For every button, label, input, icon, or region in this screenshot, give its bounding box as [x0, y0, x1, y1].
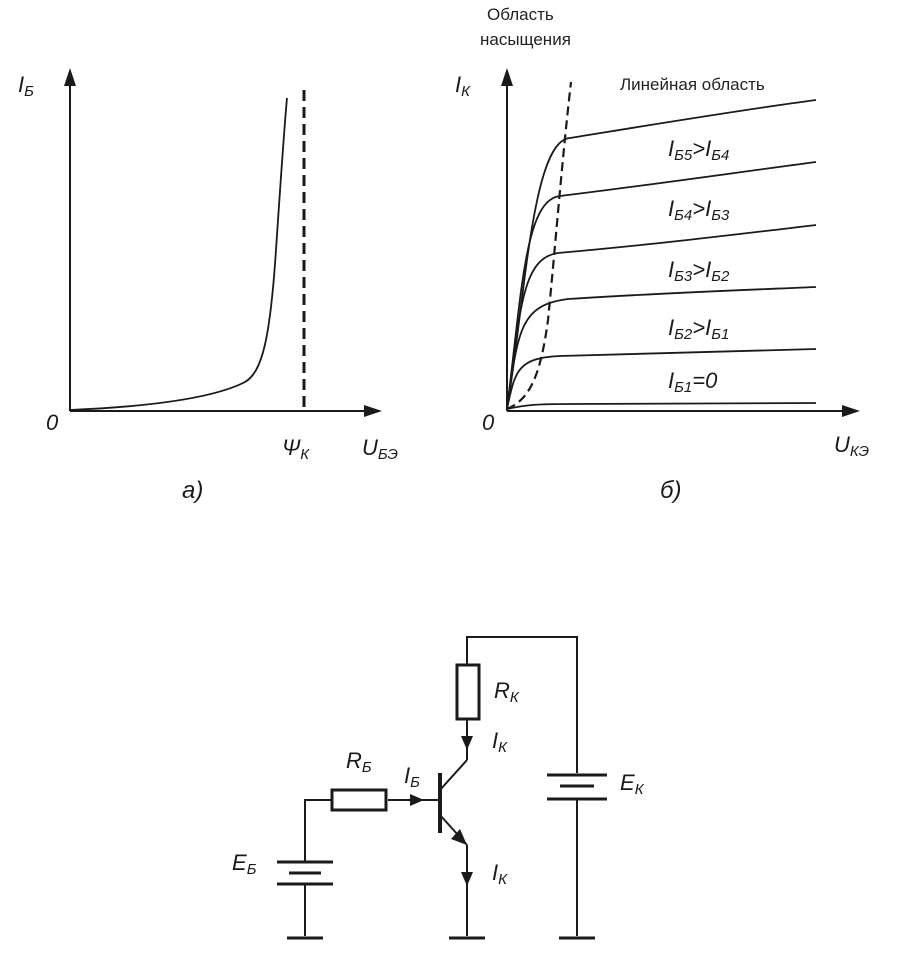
graph-b-curve-ib0: [506, 402, 817, 410]
graph-a-origin: 0: [46, 410, 59, 435]
collector-current-arrow-icon: [461, 736, 473, 750]
graph-b-curve-ib2: [506, 286, 817, 410]
graph-b-origin: 0: [482, 410, 495, 435]
graph-b-curve-ib4: [506, 161, 817, 410]
graph-b-x-label: UКЭ: [834, 432, 869, 460]
emitter-arrow-icon: [451, 829, 467, 845]
graph-a-x-arrow: [364, 405, 382, 417]
graph-b-label-ib4: IБ4>IБ3: [668, 196, 730, 224]
graph-b: IК 0 UКЭ Область насыщения Линейная обла…: [455, 5, 869, 504]
graph-b-label-ib3: IБ3>IБ2: [668, 257, 730, 285]
graph-a: IБ 0 ΨК UБЭ а): [18, 68, 398, 504]
ek-label: EК: [620, 770, 645, 798]
rb-label: RБ: [346, 748, 372, 776]
graph-b-curve-ib3: [506, 224, 817, 410]
circuit: RК IК EК RБ IБ EБ IК: [232, 636, 645, 940]
graph-a-caption: а): [182, 477, 203, 504]
emitter-current-arrow-icon: [461, 872, 473, 886]
graph-a-y-arrow: [64, 68, 76, 86]
ik-bottom-label: IК: [492, 860, 508, 888]
graph-b-label-ib1: IБ1=0: [668, 368, 718, 396]
graph-a-y-label: IБ: [18, 72, 34, 100]
eb-label: EБ: [232, 850, 257, 878]
graph-b-label-ib2: IБ2>IБ1: [668, 315, 729, 343]
ik-top-label: IК: [492, 728, 508, 756]
base-current-arrow-icon: [410, 794, 424, 806]
rk-label: RК: [494, 678, 520, 706]
graph-b-saturation-label-line2: насыщения: [480, 30, 571, 49]
graph-b-linear-label: Линейная область: [620, 75, 765, 94]
ib-label: IБ: [404, 763, 420, 791]
graph-b-saturation-label-line1: Область: [487, 5, 554, 24]
base-resistor: [330, 788, 388, 812]
collector-supply-wire: [466, 636, 578, 773]
graph-b-y-label: IК: [455, 72, 471, 100]
base-supply-wire: [304, 799, 332, 862]
graph-a-input-curve: [69, 97, 288, 411]
graph-b-curve-ib1: [506, 348, 817, 410]
graph-b-saturation-boundary: [506, 81, 573, 411]
graph-b-label-ib5: IБ5>IБ4: [668, 136, 729, 164]
graph-a-x-label: UБЭ: [362, 435, 398, 463]
graph-b-x-arrow: [842, 405, 860, 417]
transistor-collector-lead: [439, 759, 468, 791]
graph-b-caption: б): [660, 477, 682, 504]
graph-a-threshold-label: ΨК: [282, 435, 310, 463]
collector-resistor: [455, 663, 481, 721]
graph-b-y-arrow: [501, 68, 513, 86]
